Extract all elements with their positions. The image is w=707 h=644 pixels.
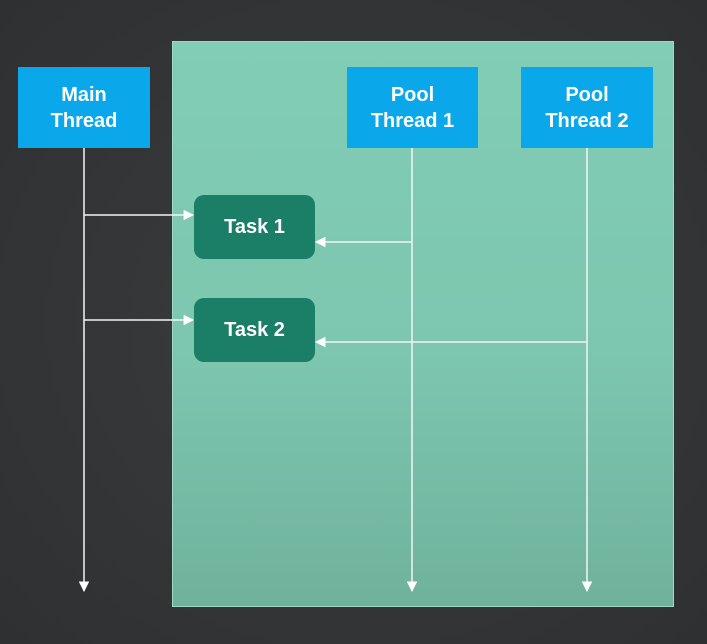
pool-thread-1-label-line1: Pool xyxy=(390,83,435,106)
pool-thread-1-label-line2: Thread 1 xyxy=(370,109,455,132)
main-thread-label-line2: Thread xyxy=(50,109,118,132)
task-1-label: Task 1 xyxy=(224,215,285,238)
main-thread-label-line1: Main xyxy=(61,83,107,106)
task-2-label: Task 2 xyxy=(224,318,285,341)
pool-thread-1-box: Pool Thread 1 xyxy=(347,67,478,148)
task-2-box: Task 2 xyxy=(194,298,315,362)
pool-thread-2-label-line1: Pool xyxy=(565,83,609,106)
main-thread-box: Main Thread xyxy=(18,67,150,148)
pool-thread-2-label-line2: Thread 2 xyxy=(545,109,629,132)
pool-thread-2-box: Pool Thread 2 xyxy=(521,67,653,148)
task-1-box: Task 1 xyxy=(194,195,315,259)
